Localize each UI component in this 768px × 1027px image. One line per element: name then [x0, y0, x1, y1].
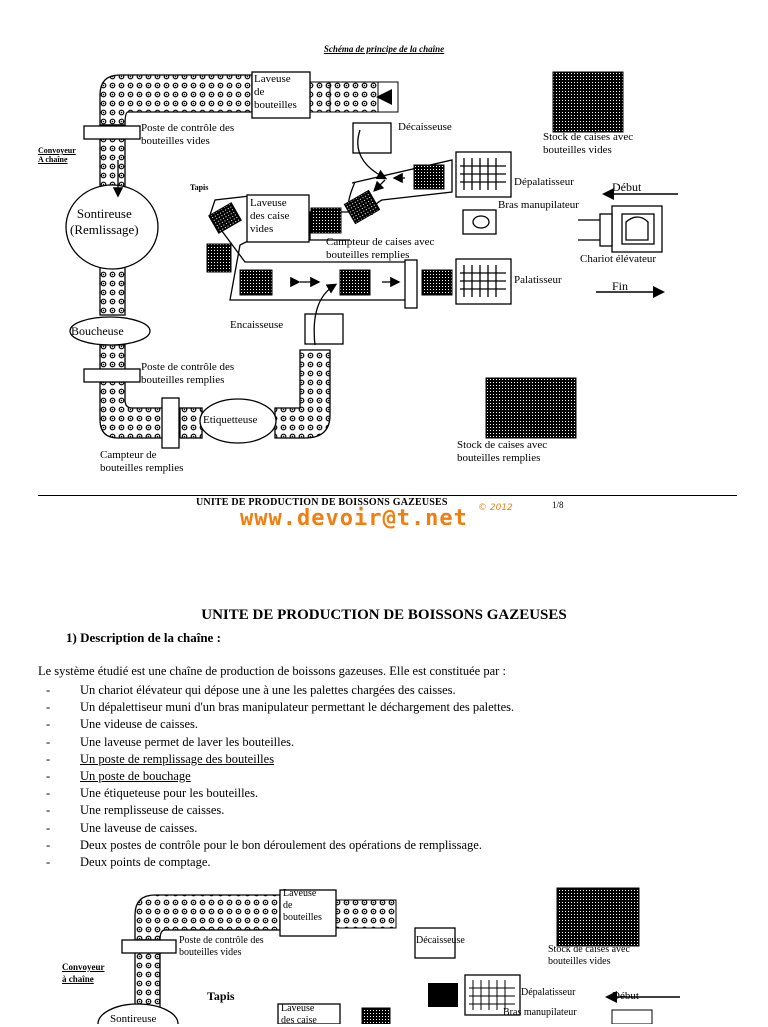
page-divider	[38, 495, 737, 496]
section-heading: 1) Description de la chaîne :	[66, 630, 221, 645]
filling-machine	[65, 184, 159, 270]
list-item: -Une laveuse de caisses.	[46, 820, 198, 835]
intro-paragraph: Le système étudié est une chaîne de prod…	[38, 664, 506, 678]
label-control-post-filled: Poste de contrôle des bouteilles remplie…	[141, 361, 235, 386]
label-decaisseuse: Décaisseuse	[398, 121, 452, 133]
label2-start: Début	[612, 990, 639, 1002]
component-list: -Un chariot élévateur qui dépose une à u…	[40, 682, 514, 871]
document-title: UNITE DE PRODUCTION DE BOISSONS GAZEUSES	[201, 607, 567, 623]
list-item: -Un poste de bouchage	[46, 768, 191, 783]
stock-filled	[485, 377, 577, 439]
list-item: -Deux postes de contrôle pour le bon dér…	[46, 837, 482, 852]
list-item: -Un dépalettiseur muni d'un bras manipul…	[46, 700, 515, 715]
capper	[69, 316, 151, 346]
bottle-counter	[161, 397, 180, 449]
label-forklift: Chariot élévateur	[580, 253, 657, 265]
page-footer-title: UNITE DE PRODUCTION DE BOISSONS GAZEUSES	[196, 497, 448, 508]
watermark-year: © 2012	[478, 503, 513, 513]
label2-control-post-empty: Poste de contrôle des bouteilles vides	[179, 935, 264, 958]
label2-arm: Bras manupilateur	[503, 1007, 577, 1018]
stock-empty	[552, 71, 624, 133]
list-item: -Une laveuse permet de laver les bouteil…	[46, 734, 295, 749]
label2-stock-empty: Stock de caises avec bouteilles vides	[548, 944, 630, 967]
label-start: Début	[612, 180, 642, 194]
label2-decaisseuse: Décaisseuse	[416, 935, 465, 946]
label-capper: Boucheuse	[71, 324, 124, 338]
production-line-diagram-repeat	[97, 887, 680, 1024]
bottle-conveyor	[99, 74, 331, 439]
label2-filler: Sontireuse	[110, 1013, 157, 1025]
labeller	[199, 398, 277, 444]
page-number: 1/8	[552, 500, 564, 510]
list-item: -Une remplisseuse de caisses.	[46, 803, 225, 818]
label2-tapis: Tapis	[207, 989, 235, 1003]
production-line-diagram	[65, 71, 678, 449]
label2-bottle-washer: Laveuse de bouteilles	[283, 888, 322, 923]
label-tapis: Tapis	[190, 183, 209, 192]
label-bottle-counter: Campteur de bouteilles remplies	[100, 449, 184, 474]
watermark: www.devoir@t.net	[240, 506, 468, 531]
label2-crate-washer: Laveuse des caise	[281, 1003, 317, 1026]
control-post-empty	[83, 125, 141, 140]
label-crate-washer: Laveuse des caise vides	[250, 197, 290, 235]
label-crate-counter: Campteur de caises avec bouteilles rempl…	[326, 236, 435, 261]
list-item: -Deux points de comptage.	[46, 854, 211, 869]
label-conveyor: Convoyeur A chaîne	[38, 146, 76, 164]
list-item: -Une videuse de caisses.	[46, 717, 199, 732]
depalletiser-grid	[455, 151, 512, 198]
list-item: -Un poste de remplissage des bouteilles	[46, 751, 275, 766]
label-filler: Sontireuse (Remlissage)	[70, 206, 139, 237]
diagram-caption: Schéma de principe de la chaîne	[323, 44, 445, 54]
label-stock-filled: Stock de caises avec bouteilles remplies	[457, 439, 548, 464]
label-arm: Bras manupilateur	[498, 199, 579, 211]
label-labeller: Etiquetteuse	[203, 414, 258, 426]
label-bottle-washer: Laveuse de bouteilles	[254, 73, 297, 111]
label-depalletiser: Dépalatisseur	[514, 176, 574, 188]
forklift	[578, 205, 663, 253]
list-item: -Un chariot élévateur qui dépose une à u…	[46, 683, 456, 697]
palletiser-grid	[455, 258, 512, 305]
label2-conveyor: Convoyeur à chaîne	[62, 962, 105, 984]
label-control-post-empty: Poste de contrôle des bouteilles vides	[141, 122, 235, 147]
list-item: -Une étiqueteuse pour les bouteilles.	[46, 786, 259, 801]
label-palletiser: Palatisseur	[514, 274, 562, 286]
label2-depalletiser: Dépalatisseur	[521, 987, 576, 998]
label-encaisseuse: Encaisseuse	[230, 319, 284, 331]
label-end: Fin	[612, 279, 629, 293]
control-post-filled	[83, 368, 141, 383]
label-stock-empty: Stock de caises avec bouteilles vides	[543, 131, 634, 156]
